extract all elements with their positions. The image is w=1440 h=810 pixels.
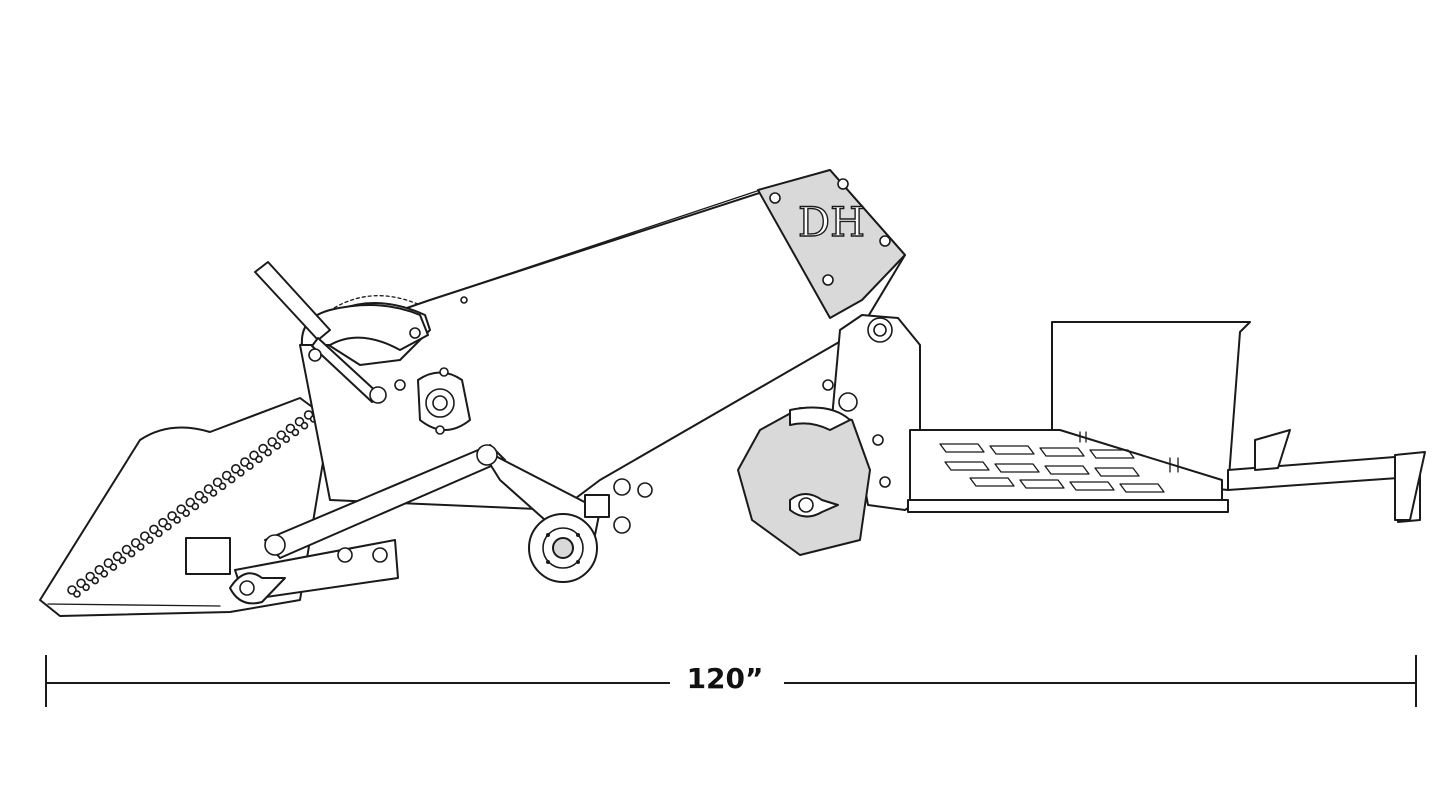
overall-width-dimension: [45, 655, 1417, 707]
chain-link: [82, 583, 90, 592]
chain-link: [273, 442, 282, 450]
hitch-bracket: [822, 314, 921, 511]
lower-links: [229, 444, 601, 605]
chain-link: [136, 543, 145, 551]
deck-slot: [1089, 449, 1135, 459]
chain-link: [155, 529, 163, 538]
chain-link: [100, 569, 109, 578]
chain-link: [127, 549, 136, 558]
chain-link: [164, 522, 172, 531]
chain-link: [218, 482, 227, 491]
deck-slot: [1119, 483, 1165, 493]
deck-slot: [989, 445, 1035, 455]
deck-slot: [994, 463, 1040, 473]
hub-side-bolts: [584, 478, 653, 534]
chain-link: [182, 509, 190, 518]
chain-link: [209, 489, 218, 497]
deck-slot: [944, 461, 990, 471]
chain-link: [282, 435, 291, 443]
chain-link: [109, 563, 118, 571]
deck-slot: [939, 443, 985, 453]
chain-case-block: [185, 537, 231, 575]
chain-link: [264, 448, 272, 457]
chain-link: [191, 502, 200, 511]
chain-link: [255, 455, 263, 464]
chain-link: [246, 462, 254, 470]
chain-link: [73, 590, 81, 598]
chain-link: [173, 516, 181, 524]
deck-slot: [1044, 465, 1090, 475]
chain-link: [118, 556, 127, 565]
chain-link: [200, 495, 209, 504]
bearing-flange: [417, 367, 471, 435]
chain-link: [291, 428, 300, 437]
deck-slot: [1069, 481, 1115, 491]
deck-slot: [1094, 467, 1140, 477]
logo-text: DH: [798, 200, 865, 246]
deck-slot: [1039, 447, 1085, 457]
deck-slot: [1019, 479, 1065, 489]
dimension-label: 120”: [670, 662, 780, 695]
rotor-hub: [528, 513, 598, 583]
deck-slot: [969, 477, 1015, 487]
adjust-lever: [254, 261, 421, 404]
chain-link: [237, 468, 245, 477]
chain-link: [146, 536, 154, 544]
chain-link: [91, 576, 99, 585]
depth-roller: [737, 406, 871, 556]
chain-link: [227, 475, 236, 484]
deck-grid: [939, 443, 1165, 493]
chain-link: [300, 421, 309, 430]
logo-panel: DH: [757, 169, 906, 319]
quick-attach-plate: [907, 321, 1426, 523]
